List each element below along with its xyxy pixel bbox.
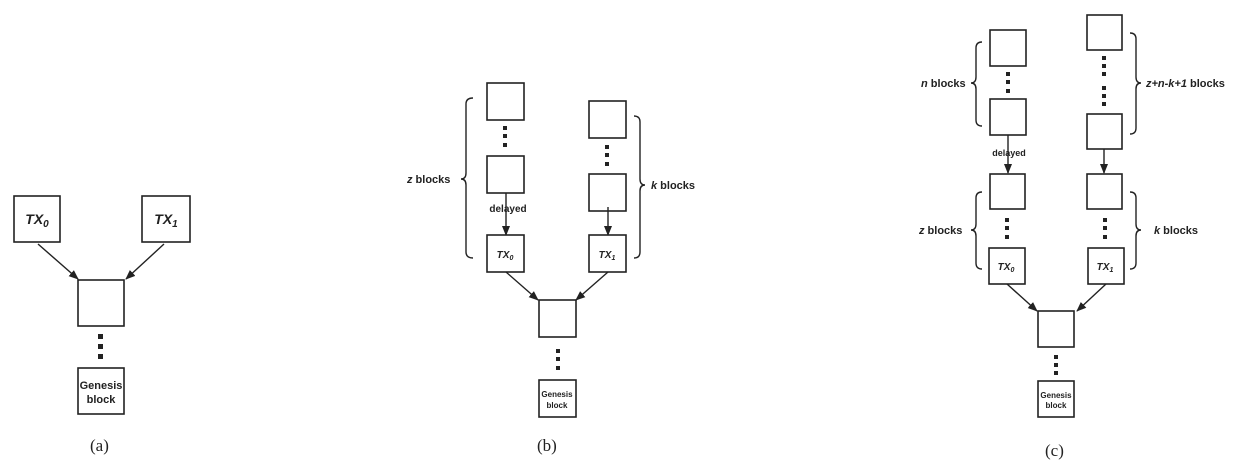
tx1-label: TX1 [599,250,616,262]
tx1-block [588,234,627,273]
genesis-label-line2: block [87,394,117,406]
tx1-label: TX1 [154,211,178,230]
left-top-block [989,29,1027,67]
z-blocks-brace [970,191,983,270]
k-blocks-label: k blocks [1154,225,1198,237]
left-top-block [486,82,525,121]
arrow-tx0-to-block [1006,283,1038,312]
common-block [1037,310,1075,348]
right-top-block [588,100,627,139]
common-block [538,299,577,338]
z-n-k-1-blocks-brace [1129,32,1142,135]
tx1-label: TX1 [1097,262,1114,274]
genesis-label-line2: block [547,401,568,410]
left-lower-ellipsis-dots [1005,218,1009,239]
genesis-label-line2: block [1046,401,1067,410]
k-blocks-label: k blocks [651,180,695,192]
tx0-label: TX0 [998,262,1015,274]
n-blocks-brace [970,41,983,127]
left-upper-block [989,98,1027,136]
left-lower-block [989,173,1026,210]
z-blocks-brace [460,97,474,259]
arrow-tx1-to-block [1076,283,1107,312]
ellipsis-dots [556,349,560,370]
caption-a: (a) [90,436,109,455]
k-blocks-brace [633,115,646,259]
genesis-block [77,367,125,415]
z-blocks-label: z blocks [918,225,962,237]
genesis-block [538,379,577,418]
genesis-label-line1: Genesis [1040,391,1072,400]
arrow-tx0-to-block [505,271,539,301]
panel-b: delayed TX0 z blocks TX1 k blocks [406,82,695,455]
left-ellipsis-dots [503,126,507,147]
tx0-block [486,234,525,273]
right-ellipsis-dots [605,145,609,166]
arrow-tx1-to-block [575,271,609,301]
tx0-label: TX0 [497,250,514,262]
ellipsis-dots [98,334,103,359]
common-block [77,279,125,327]
left-top-ellipsis-dots [1006,72,1010,93]
panel-c: n blocks delayed z+n-k+1 blocks [918,14,1225,460]
caption-c: (c) [1045,441,1064,460]
panel-a: TX0 TX1 Genesis block (a) [13,195,191,455]
genesis-label-line1: Genesis [80,380,123,392]
tx0-block [13,195,61,243]
genesis-label-line1: Genesis [541,390,573,399]
k-blocks-brace [1129,191,1142,270]
right-upper-block [1086,113,1123,150]
z-blocks-label: z blocks [406,174,450,186]
right-top-block [1086,14,1123,51]
tx0-label: TX0 [25,211,49,230]
left-block [486,155,525,194]
n-blocks-label: n blocks [921,78,966,90]
z-n-k-1-blocks-label: z+n-k+1 blocks [1145,78,1225,90]
right-lower-ellipsis-dots [1103,218,1107,239]
right-lower-block [1086,173,1123,210]
right-top-ellipsis-dots [1102,56,1106,106]
right-block [588,173,627,212]
caption-b: (b) [537,436,557,455]
genesis-block [1037,380,1075,418]
arrow-tx1-to-block [125,243,165,280]
tx0-block [988,247,1026,285]
delayed-label: delayed [489,204,526,215]
ellipsis-dots [1054,355,1058,375]
arrow-tx0-to-block [37,243,79,280]
delayed-label: delayed [992,148,1026,158]
tx1-block [141,195,191,243]
